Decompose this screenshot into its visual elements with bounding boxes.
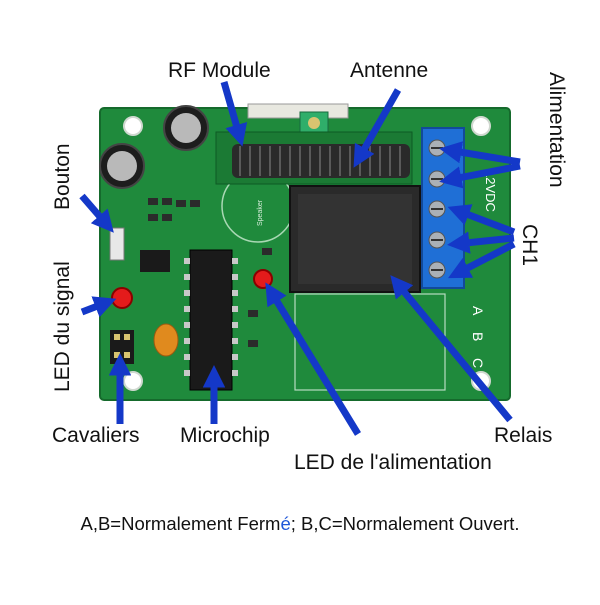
top-header [247,103,349,119]
label-microchip: Microchip [180,424,270,447]
ceramic-capacitor [153,323,179,357]
terminal-c-label: C [470,358,486,368]
microchip [189,249,233,391]
jumper-pin [114,352,120,358]
arrow-ch1-3 [448,240,516,279]
capacitor-top [171,113,201,143]
arrow-alim-1 [439,141,521,166]
arrow-ch1-1 [447,204,516,236]
arrow-bouton [79,193,114,233]
jumper-pin [124,334,130,340]
label-led-signal: LED du signal [51,261,74,392]
push-button [109,227,125,261]
antenna-coil [232,144,410,178]
arrow-led-signal [80,296,117,318]
mount-hole [123,371,143,391]
trimmer [308,117,320,129]
label-cavaliers: Cavaliers [52,424,140,447]
label-led-alim: LED de l'alimentation [294,451,492,474]
pointer-arrows [79,81,521,436]
jumper-block [110,330,134,364]
label-alimentation: Alimentation [545,72,568,188]
speaker-silkscreen: Speaker [257,199,264,226]
arrow-relais [390,275,513,423]
arrow-led-alim [265,282,361,436]
footer-part2: ; B,C=Normalement Ouvert. [290,513,520,534]
arrow-alim-2 [439,162,521,189]
terminal-b-label: B [470,332,486,341]
label-bouton: Bouton [51,143,74,210]
label-ch1: CH1 [518,224,541,267]
label-antenne: Antenne [350,59,429,82]
footer-part1: A,B=Normalement Ferm [80,513,281,534]
label-relais: Relais [494,424,553,447]
signal-led [111,287,133,309]
jumper-pin [114,334,120,340]
relay-face [298,194,412,284]
arrow-antenne [353,88,402,168]
small-ic [140,250,170,272]
smd-components [148,198,272,347]
arrow-rf-module [220,81,248,147]
footer-accent: é [280,513,291,534]
voltage-silkscreen: 12VDC [483,170,498,212]
power-led [253,269,273,289]
terminal-screws [428,139,446,279]
arrow-ch1-2 [447,231,515,254]
terminal-a-label: A [470,306,486,316]
jumper-pin [124,352,130,358]
mount-hole [123,116,143,136]
mount-hole [471,116,491,136]
footer-legend: A,B=Normalement Fermé; B,C=Normalement O… [0,513,600,535]
label-rf-module: RF Module [168,59,271,82]
microchip-pins [184,258,238,376]
capacitor-top [107,151,137,181]
